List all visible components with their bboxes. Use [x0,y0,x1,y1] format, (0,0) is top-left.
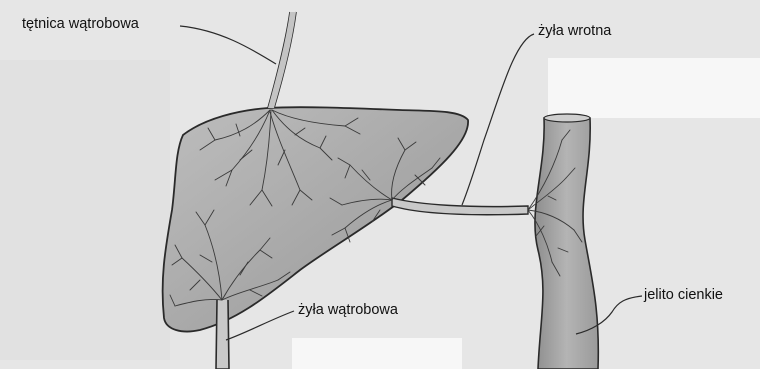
label-small-intestine: jelito cienkie [644,288,723,303]
white-patch-bottom [292,338,462,369]
label-portal-vein: żyła wrotna [538,24,611,39]
background-panel-left [0,60,170,360]
hepatic-vein [216,300,229,369]
label-hepatic-artery: tętnica wątrobowa [22,17,139,32]
label-hepatic-vein: żyła wątrobowa [298,303,398,318]
intestine-lumen-top [544,114,590,122]
white-patch-right [548,58,760,118]
